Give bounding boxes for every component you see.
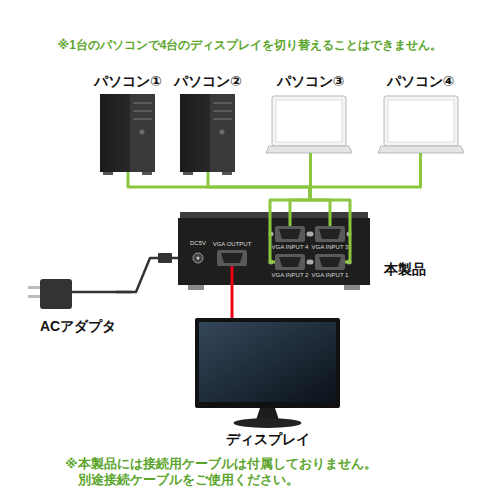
- tower-pc: [103, 172, 113, 175]
- tower-pc: [133, 110, 152, 112]
- display-monitor: [195, 318, 340, 428]
- tower-pc: [183, 172, 193, 175]
- switch-housing: [180, 212, 368, 219]
- tower-pc: [213, 102, 232, 104]
- vga-port: [217, 250, 247, 266]
- tower-pc: [133, 102, 152, 104]
- picture-space: [88, 90, 168, 172]
- vga-cable: [289, 218, 292, 226]
- tower-pc: [220, 130, 225, 135]
- vga-port: [279, 257, 301, 267]
- cable-line: [116, 258, 178, 292]
- switch-housing: [188, 285, 204, 290]
- port-label: VGA INPUT 4: [270, 244, 310, 252]
- tower-pc: [130, 94, 155, 172]
- vga-port: [221, 253, 243, 263]
- node-label: ACアダプタ: [40, 317, 116, 335]
- tower-pc: [210, 94, 235, 172]
- port-label: VGA OUTPUT: [212, 241, 252, 249]
- tower-pc: [213, 110, 232, 112]
- vga-port: [275, 254, 305, 270]
- vga-port: [315, 254, 345, 270]
- picture-node: パソコン④: [378, 72, 463, 153]
- picture-node: パソコン②: [168, 72, 248, 172]
- node-label: パソコン④: [378, 72, 463, 90]
- picture-node: パソコン①: [88, 72, 168, 172]
- laptop-pc: [378, 96, 464, 153]
- laptop-pc: [378, 146, 464, 153]
- display-monitor: [195, 318, 340, 408]
- vga-cable: [232, 266, 233, 285]
- laptop-pc: [384, 96, 458, 146]
- node-label: 本製品: [384, 260, 426, 278]
- port-label: VGA INPUT 3: [310, 244, 350, 252]
- vga-cable: [270, 218, 275, 262]
- vga-port: [315, 226, 345, 242]
- tower-pc: [133, 118, 152, 120]
- vga-port: [319, 229, 341, 239]
- display-monitor: [234, 418, 302, 428]
- picture-space: [190, 318, 345, 430]
- vga-port: [319, 257, 341, 267]
- vga-cable: [329, 218, 332, 226]
- ac-adapter: [28, 286, 40, 289]
- vga-cable: [270, 218, 350, 262]
- vga-port: [309, 260, 314, 265]
- ac-adapter: [40, 279, 72, 309]
- laptop-pc: [272, 96, 346, 146]
- tower-pc: [100, 94, 155, 172]
- node-label: ディスプレイ: [190, 430, 345, 448]
- note-text: ※本製品には接続用ケーブルは付属しておりません。 別途接続ケーブルをご使用くださ…: [65, 456, 382, 489]
- tower-pc: [142, 172, 152, 175]
- dc-jack: [197, 257, 200, 260]
- vga-cable: [345, 218, 350, 262]
- tower-pc: [100, 94, 155, 175]
- cable-line: [231, 285, 234, 318]
- tower-pc: [213, 118, 232, 120]
- ac-adapter: [28, 253, 172, 309]
- laptop-pc: [276, 100, 342, 142]
- switch-housing: [344, 285, 360, 290]
- switch-housing: [178, 212, 370, 290]
- switch-housing: [178, 218, 370, 285]
- note-text: ※1台のパソコンで4台のディスプレイを切り替えることはできません。: [0, 38, 500, 53]
- tower-pc: [222, 172, 232, 175]
- port-label: VGA INPUT 1: [310, 272, 350, 280]
- laptop-pc: [388, 100, 454, 142]
- tower-pc: [140, 130, 145, 135]
- picture-node: ディスプレイ: [190, 318, 345, 448]
- vga-cable: [231, 266, 234, 285]
- cable-line: [128, 172, 310, 218]
- tower-pc: [180, 94, 235, 172]
- dc-jack: [193, 253, 203, 263]
- port-label: VGA INPUT 2: [270, 272, 310, 280]
- picture-node: パソコン③: [268, 72, 353, 153]
- vga-port: [217, 226, 352, 270]
- node-label: パソコン③: [268, 72, 353, 90]
- tower-pc: [180, 94, 235, 175]
- cable-line: [310, 153, 421, 218]
- cable-line: [208, 172, 310, 218]
- picture-space: [40, 275, 116, 317]
- picture-node: ACアダプタ: [40, 275, 116, 335]
- node-label: パソコン②: [168, 72, 248, 90]
- laptop-pc: [266, 96, 352, 153]
- picture-space: [168, 90, 248, 172]
- picture-space: [268, 90, 353, 153]
- display-monitor: [199, 322, 336, 402]
- node-label: パソコン①: [88, 72, 168, 90]
- vga-port: [309, 232, 314, 237]
- port-label: DC5V: [178, 240, 218, 248]
- laptop-pc: [266, 146, 352, 153]
- dc-jack: [193, 253, 203, 263]
- vga-port: [279, 229, 301, 239]
- picture-space: [378, 90, 463, 153]
- ac-adapter: [28, 295, 40, 298]
- vga-port: [275, 226, 305, 242]
